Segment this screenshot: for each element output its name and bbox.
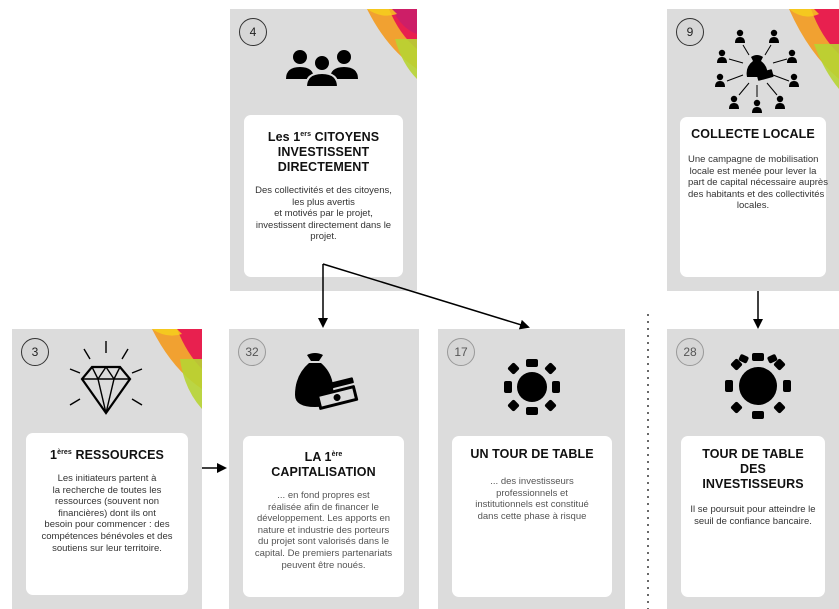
card-3: 3 1ères RESSOURCES Les initiateurs parte… — [12, 329, 202, 609]
round-table-icon — [725, 353, 791, 419]
arrow-card4-to-card17 — [322, 263, 530, 330]
step-number: 9 — [676, 18, 704, 46]
step-number: 32 — [238, 338, 266, 366]
step-number: 3 — [21, 338, 49, 366]
card-28: 28 TOUR DE TABLE DES INVESTISSEURS Il se… — [667, 329, 839, 609]
card-4: 4 Les 1ers CITOYENS INVESTISSENT DIRECTE… — [230, 9, 417, 291]
step-number: 4 — [239, 18, 267, 46]
card-32: 32 LA 1ère CAPITALISATION ... en fond pr… — [229, 329, 419, 609]
card-description: Les initiateurs partent à la recherche d… — [41, 473, 173, 554]
card-content: UN TOUR DE TABLE ... des investisseurs p… — [452, 436, 612, 597]
card-content: 1ères RESSOURCES Les initiateurs partent… — [26, 433, 188, 595]
card-content: Les 1ers CITOYENS INVESTISSENT DIRECTEME… — [244, 115, 403, 277]
card-content: COLLECTE LOCALE Une campagne de mobilisa… — [680, 117, 828, 277]
card-title: 1ères RESSOURCES — [50, 448, 164, 462]
round-table-icon — [504, 359, 560, 415]
color-swirl-decoration — [789, 9, 839, 89]
step-number: 17 — [447, 338, 475, 366]
people-group-icon — [286, 50, 358, 88]
money-bag-icon — [295, 353, 359, 410]
card-title: LA 1ère CAPITALISATION — [271, 450, 376, 479]
card-description: Des collectivités et des citoyens, les p… — [255, 185, 392, 243]
card-title: TOUR DE TABLE DES INVESTISSEURS — [702, 447, 804, 491]
card-title: COLLECTE LOCALE — [691, 127, 815, 141]
step-number: 28 — [676, 338, 704, 366]
card-description: Il se poursuit pour atteindre le seuil d… — [690, 504, 816, 527]
card-content: LA 1ère CAPITALISATION ... en fond propr… — [243, 436, 404, 597]
card-title: UN TOUR DE TABLE — [470, 447, 594, 461]
color-swirl-decoration — [152, 329, 202, 409]
card-17: 17 UN TOUR DE TABLE ... des investisseur… — [438, 329, 625, 609]
card-content: TOUR DE TABLE DES INVESTISSEURS Il se po… — [681, 436, 825, 597]
card-description: Une campagne de mobilisation locale est … — [688, 154, 828, 212]
card-description: ... des investisseurs professionnels et … — [475, 476, 589, 522]
money-collection-network-icon — [715, 29, 799, 113]
color-swirl-decoration — [367, 9, 417, 79]
card-title: Les 1ers CITOYENS INVESTISSENT DIRECTEME… — [267, 130, 380, 174]
card-9: 9 COLLECTE LOCALE — [667, 9, 839, 291]
diamond-icon — [69, 341, 143, 415]
card-description: ... en fond propres est réalisée afin de… — [254, 490, 393, 571]
